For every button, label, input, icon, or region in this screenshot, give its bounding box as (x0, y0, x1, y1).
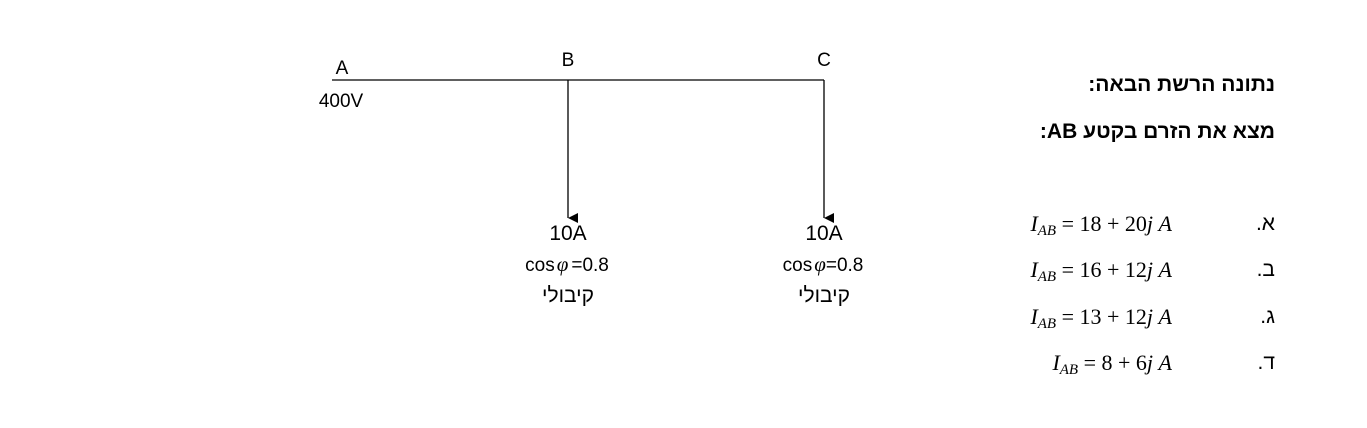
option-1-expr: = 18 + 20 (1056, 211, 1147, 236)
source-voltage-label: 400V (319, 91, 364, 112)
question-line-2: מצא את הזרם בקטע AB: (1039, 120, 1275, 143)
question-line-1: נתונה הרשת הבאה: (1088, 73, 1275, 96)
option-3-formula[interactable]: IAB = 13 + 12j A (1030, 304, 1172, 333)
option-2-formula[interactable]: IAB = 16 + 12j A (1030, 257, 1172, 286)
option-4-sub: AB (1059, 362, 1079, 378)
option-2-unit: A (1158, 257, 1172, 282)
option-1-letter[interactable]: א. (1255, 212, 1275, 235)
option-2-var: I (1030, 257, 1038, 282)
load-c-type: קיבולי (798, 284, 850, 307)
option-4-j: j (1146, 350, 1154, 375)
option-4-var: I (1052, 350, 1060, 375)
option-2-sub: AB (1037, 269, 1057, 285)
option-1-j: j (1146, 211, 1154, 236)
load-b-current: 10A (549, 222, 586, 245)
node-b-label: B (562, 50, 575, 71)
option-3-j: j (1146, 304, 1154, 329)
option-2-letter[interactable]: ב. (1256, 258, 1275, 281)
option-4-letter[interactable]: ד. (1257, 351, 1275, 374)
option-4-unit: A (1158, 350, 1172, 375)
option-3-expr: = 13 + 12 (1056, 304, 1147, 329)
load-c-cos-text: cos (783, 255, 813, 276)
load-b-cos-text: cos (525, 255, 555, 276)
load-b-phi-symbol: φ (557, 252, 569, 276)
load-c-power-factor: cosφ=0.8 (783, 252, 864, 276)
option-4-expr: = 8 + 6 (1078, 350, 1147, 375)
option-4-formula[interactable]: IAB = 8 + 6j A (1052, 350, 1172, 379)
node-c-label: C (817, 50, 831, 71)
option-1-unit: A (1158, 211, 1172, 236)
load-b-pf-value: =0.8 (571, 255, 609, 276)
load-c-current: 10A (805, 222, 842, 245)
option-3-letter[interactable]: ג. (1260, 305, 1275, 328)
load-b-type: קיבולי (542, 284, 594, 307)
option-1-formula[interactable]: IAB = 18 + 20j A (1030, 211, 1172, 240)
option-1-sub: AB (1037, 223, 1057, 239)
option-2-expr: = 16 + 12 (1056, 257, 1147, 282)
load-c-pf-value: =0.8 (826, 255, 864, 276)
load-c-phi-symbol: φ (814, 252, 826, 276)
option-2-j: j (1146, 257, 1154, 282)
option-3-sub: AB (1037, 316, 1057, 332)
load-b-power-factor: cosφ=0.8 (525, 252, 609, 276)
option-3-unit: A (1158, 304, 1172, 329)
option-3-var: I (1030, 304, 1038, 329)
option-1-var: I (1030, 211, 1038, 236)
node-a-label: A (336, 58, 349, 79)
